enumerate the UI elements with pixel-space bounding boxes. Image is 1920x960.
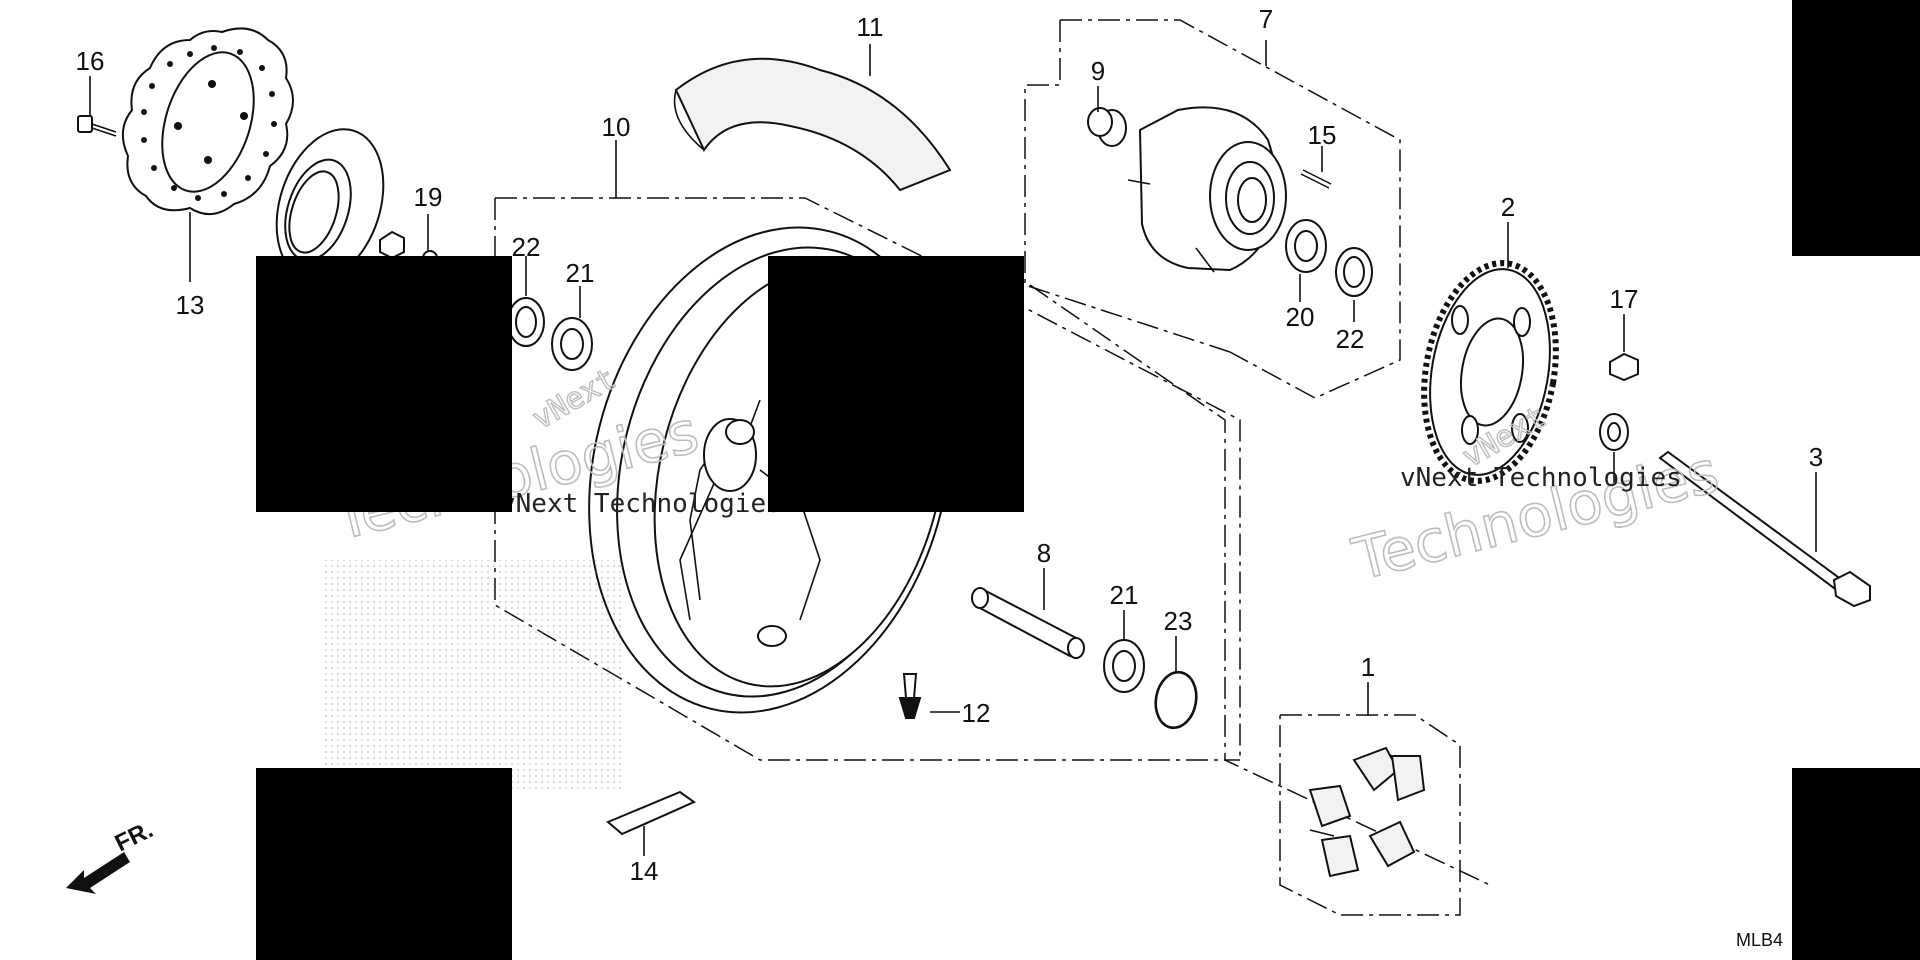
redaction-block [768, 256, 1024, 512]
redaction-block [1792, 0, 1920, 256]
part-number-15: 15 [1308, 120, 1337, 150]
redaction-block [1792, 768, 1920, 960]
balance-weight[interactable] [606, 790, 697, 836]
hub-oil-seal[interactable] [1335, 247, 1373, 297]
front-arrow-icon [66, 852, 130, 894]
part-number-21-right: 21 [1110, 580, 1139, 610]
watermark-right-big: Technologies [1346, 437, 1725, 593]
hub-bearing[interactable] [1285, 219, 1327, 273]
part-number-2: 2 [1501, 192, 1515, 222]
part-number-labels: 16 13 19 22 21 10 11 7 9 15 20 22 2 17 3… [76, 4, 1824, 886]
watermark-right-line: vNext Technologies [1400, 463, 1682, 493]
front-label: FR. [111, 816, 158, 857]
left-oil-seal[interactable] [507, 297, 545, 347]
part-number-1: 1 [1361, 652, 1375, 682]
part-number-22-left: 22 [512, 232, 541, 262]
part-number-20: 20 [1286, 302, 1315, 332]
redaction-block [256, 768, 512, 960]
final-driven-sprocket[interactable] [1408, 253, 1572, 492]
part-number-21-left: 21 [566, 258, 595, 288]
part-number-7: 7 [1259, 4, 1273, 34]
redaction-blocks [256, 0, 1920, 960]
diagram-code: MLB4 [1736, 930, 1783, 950]
stud-bolt[interactable] [1300, 169, 1332, 189]
driven-flange-hub[interactable] [1127, 106, 1287, 273]
part-number-8: 8 [1037, 538, 1051, 568]
part-number-17: 17 [1610, 284, 1639, 314]
right-bearing[interactable] [1103, 639, 1145, 693]
rubber-damper-bushing[interactable] [1087, 107, 1127, 147]
part-number-12: 12 [962, 698, 991, 728]
tire[interactable] [673, 57, 952, 192]
disc-bolt[interactable] [77, 115, 117, 137]
rear-axle[interactable] [1658, 450, 1871, 608]
wheel-damper-rubbers[interactable] [1308, 746, 1426, 878]
sprocket-washer[interactable] [1599, 413, 1629, 451]
tire-valve[interactable] [898, 673, 922, 719]
redaction-block [256, 256, 512, 512]
leader-lines [89, 40, 1817, 856]
distance-collar[interactable] [971, 587, 1085, 659]
part-number-22-right: 22 [1336, 324, 1365, 354]
part-number-10: 10 [602, 112, 631, 142]
part-number-9: 9 [1091, 56, 1105, 86]
part-number-19: 19 [414, 182, 443, 212]
part-number-14: 14 [630, 856, 659, 886]
part-number-13: 13 [176, 290, 205, 320]
left-bearing[interactable] [551, 317, 593, 371]
part-number-16: 16 [76, 46, 105, 76]
sprocket-nut[interactable] [1609, 352, 1639, 382]
o-ring[interactable] [1151, 669, 1200, 731]
disc-flange [275, 128, 385, 282]
part-number-11: 11 [857, 12, 884, 42]
part-number-3: 3 [1809, 442, 1823, 472]
part-number-23: 23 [1164, 606, 1193, 636]
front-direction-indicator: FR. [66, 816, 157, 894]
brake-disc[interactable] [121, 27, 294, 215]
watermark-left-line: vNext Technologies [500, 489, 782, 519]
